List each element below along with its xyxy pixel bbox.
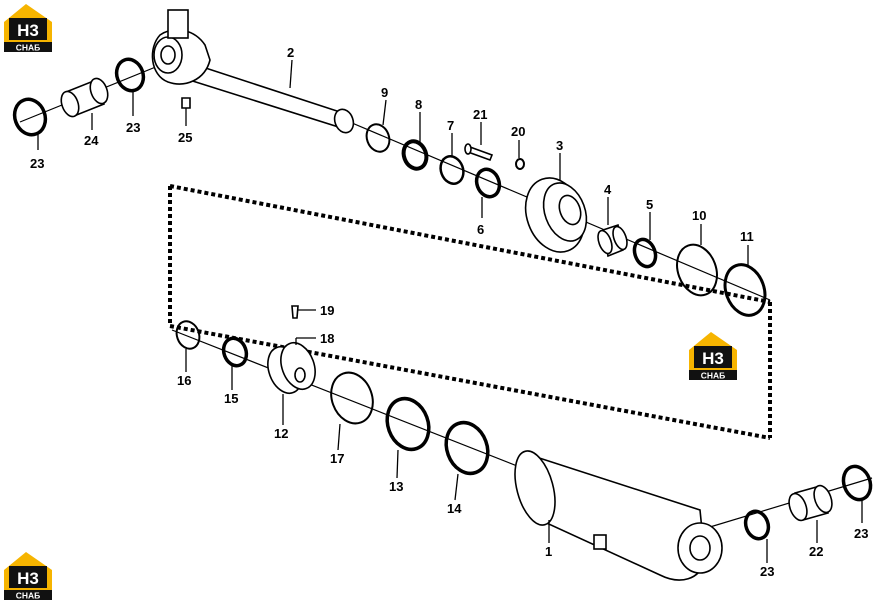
label-part-12: 12 [274, 426, 288, 441]
logo-band [4, 42, 52, 52]
logo-box [9, 18, 47, 40]
logo-top-text: H3 [17, 569, 39, 588]
label-part-10: 10 [692, 208, 706, 223]
label-part-21: 21 [473, 107, 487, 122]
part-14-ring [444, 420, 490, 476]
label-part-7: 7 [447, 118, 454, 133]
brand-logo-middle: H3 СНАБ [689, 332, 737, 381]
part-2-piston-rod [151, 9, 355, 134]
part-6-ring [474, 167, 502, 199]
part-23-ring-top [114, 57, 146, 93]
part-19-screw [291, 305, 299, 319]
label-part-6: 6 [477, 222, 484, 237]
part-23-ring-bottom [743, 509, 771, 541]
part-20-washer [515, 158, 525, 170]
logo-bottom-text: СНАБ [16, 43, 41, 53]
label-part-9: 9 [381, 85, 388, 100]
part-4-bushing [597, 223, 628, 258]
brand-logo-bottom-left: H3 СНАБ [4, 552, 52, 601]
label-part-22: 22 [809, 544, 823, 559]
label-part-19: 19 [320, 303, 334, 318]
logo-band [4, 590, 52, 600]
label-part-11: 11 [740, 229, 754, 244]
label-part-23a: 23 [30, 156, 44, 171]
label-part-16: 16 [177, 373, 191, 388]
label-part-24: 24 [84, 133, 99, 148]
part-15-ring [221, 336, 249, 368]
part-7-ring [439, 155, 465, 185]
label-part-4: 4 [604, 182, 612, 197]
label-part-3: 3 [556, 138, 563, 153]
brand-logo-top-left: H3 СНАБ [4, 4, 52, 53]
label-part-17: 17 [330, 451, 344, 466]
logo-top-text: H3 [17, 21, 39, 40]
dashed-assembly-frame [168, 184, 772, 440]
logo-bottom-text: СНАБ [701, 371, 726, 381]
part-23-ring-top-left [12, 97, 48, 137]
logo-bottom-text: СНАБ [16, 591, 41, 601]
part-10-ring [676, 243, 718, 297]
label-part-23b: 23 [126, 120, 140, 135]
label-part-8: 8 [415, 97, 422, 112]
logo-box [694, 346, 732, 368]
part-24-bushing [60, 77, 109, 118]
label-part-20: 20 [511, 124, 525, 139]
part-1-cylinder-barrel [514, 450, 723, 581]
part-22-bushing [788, 484, 833, 522]
label-part-15: 15 [224, 391, 238, 406]
label-part-18: 18 [320, 331, 334, 346]
part-21-bolt [464, 143, 494, 162]
part-labels: 2 23 24 23 25 9 8 7 21 20 3 4 5 10 11 6 … [30, 45, 868, 579]
label-part-2: 2 [287, 45, 294, 60]
part-12-piston [267, 341, 316, 395]
label-part-5: 5 [646, 197, 653, 212]
part-9-ring [365, 123, 391, 153]
leader-lines [37, 59, 863, 563]
part-17-ring [330, 371, 374, 425]
part-25-grease-nipple [181, 97, 191, 109]
part-23-ring-bottom-right [841, 464, 873, 502]
logo-band [689, 370, 737, 380]
label-part-14: 14 [447, 501, 462, 516]
part-16-ring [175, 320, 201, 350]
label-part-13: 13 [389, 479, 403, 494]
part-13-ring [385, 396, 431, 452]
part-3-cylinder-head [524, 177, 588, 253]
logo-top-text: H3 [702, 349, 724, 368]
part-11-ring [723, 263, 767, 317]
label-part-23c: 23 [760, 564, 774, 579]
logo-box [9, 566, 47, 588]
label-part-25: 25 [178, 130, 192, 145]
label-part-1: 1 [545, 544, 552, 559]
part-5-ring [632, 237, 658, 269]
part-8-ring [401, 139, 429, 171]
label-part-23d: 23 [854, 526, 868, 541]
